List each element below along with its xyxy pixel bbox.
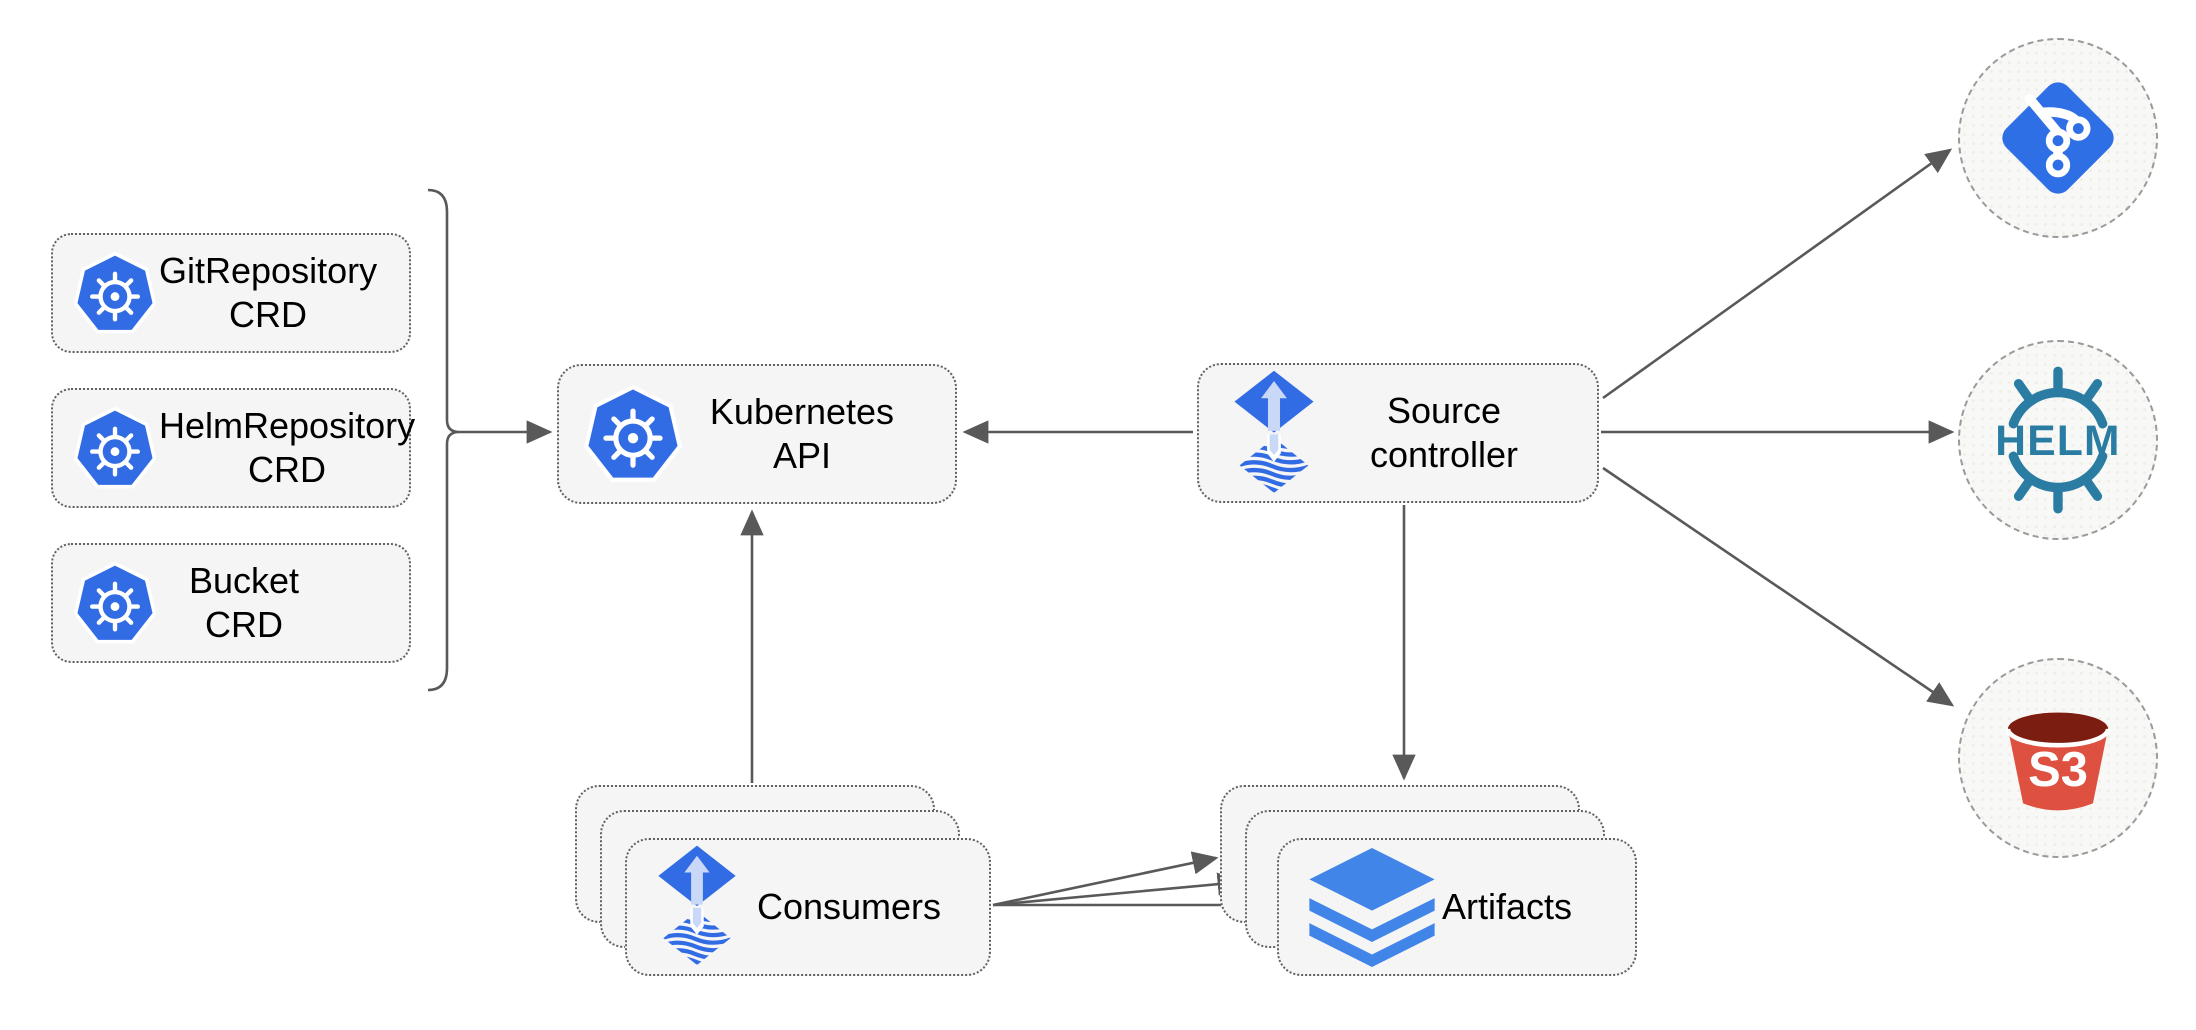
node-label: Artifacts bbox=[1439, 885, 1635, 929]
crd-label-line2: CRD bbox=[205, 604, 283, 645]
consumers-label: Consumers bbox=[756, 886, 942, 928]
node-label: Source controller bbox=[1317, 389, 1597, 477]
arrow-consumers-to-artifacts-1 bbox=[992, 851, 1219, 907]
node-label: GitRepository CRD bbox=[159, 249, 457, 337]
git-external-node bbox=[1958, 38, 2158, 238]
crd-label-line2: CRD bbox=[229, 294, 308, 335]
artifacts-node: Artifacts bbox=[1277, 838, 1637, 976]
kubernetes-icon bbox=[71, 561, 159, 646]
flux-icon bbox=[655, 844, 739, 970]
helm-icon: HELM bbox=[1995, 366, 2120, 514]
node-label: Consumers bbox=[739, 885, 989, 929]
crd-label-line1: HelmRepository bbox=[159, 405, 416, 447]
kubernetes-icon bbox=[71, 251, 159, 336]
helm-wordmark: HELM bbox=[1995, 418, 2120, 465]
consumers-node: Consumers bbox=[625, 838, 991, 976]
arrow-source-to-s3 bbox=[1602, 466, 1955, 707]
kubernetes-api-label: Kubernetes API bbox=[709, 391, 895, 476]
helmrepository-crd-node: HelmRepository CRD bbox=[51, 388, 415, 508]
crd-label-line1: GitRepository bbox=[159, 250, 378, 292]
git-icon bbox=[2002, 82, 2114, 194]
helm-external-node: HELM bbox=[1958, 340, 2158, 540]
bucket-crd-node: Bucket CRD bbox=[51, 543, 411, 663]
artifacts-label: Artifacts bbox=[1441, 886, 1573, 928]
layers-icon bbox=[1305, 847, 1439, 967]
source-controller-label-line2: controller bbox=[1369, 434, 1519, 475]
node-label: Kubernetes API bbox=[685, 390, 955, 478]
node-label: Bucket CRD bbox=[159, 559, 409, 647]
s3-wordmark: S3 bbox=[2028, 743, 2088, 797]
kubernetes-icon bbox=[581, 384, 685, 485]
crd-label-line1: Bucket bbox=[188, 560, 300, 602]
kubernetes-icon bbox=[71, 406, 159, 491]
arrow-consumers-to-artifacts-2 bbox=[992, 872, 1244, 907]
node-label: HelmRepository CRD bbox=[159, 404, 485, 492]
crd-label-line2: CRD bbox=[248, 449, 327, 490]
source-controller-node: Source controller bbox=[1197, 363, 1599, 503]
s3-external-node: S3 bbox=[1958, 658, 2158, 858]
s3-bucket-icon: S3 bbox=[2005, 712, 2111, 811]
gitrepository-crd-node: GitRepository CRD bbox=[51, 233, 411, 353]
kubernetes-api-node: Kubernetes API bbox=[557, 364, 957, 504]
source-controller-label-line1: Source bbox=[1386, 390, 1502, 432]
arrow-source-to-git bbox=[1602, 148, 1953, 400]
flux-icon bbox=[1231, 369, 1317, 498]
